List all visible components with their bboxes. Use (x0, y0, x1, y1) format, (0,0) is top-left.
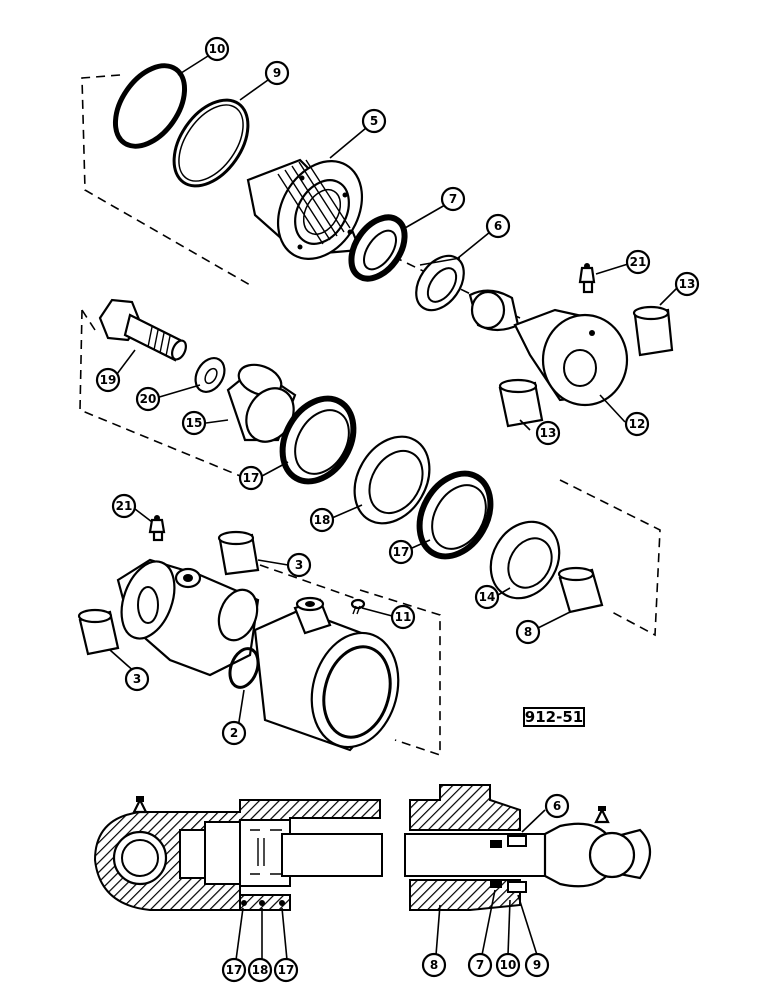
bushing-3-left (77, 608, 120, 656)
bushing-8 (557, 566, 604, 614)
svg-text:17: 17 (243, 471, 260, 485)
svg-text:13: 13 (540, 426, 557, 440)
rod-end-eye-12 (468, 289, 629, 407)
callout-2: 2 (221, 720, 247, 746)
leader-lines (109, 55, 681, 961)
callout-17: 17 (238, 465, 264, 491)
callout-9: 9 (524, 952, 550, 978)
callout-3: 3 (124, 666, 150, 692)
callout-17: 17 (273, 957, 299, 983)
svg-text:5: 5 (370, 114, 378, 128)
callout-12: 12 (624, 411, 650, 437)
callout-6: 6 (485, 213, 511, 239)
callout-17: 17 (221, 957, 247, 983)
svg-text:14: 14 (479, 590, 496, 604)
svg-text:6: 6 (494, 219, 502, 233)
seal-ring-17-b (416, 470, 494, 560)
svg-text:8: 8 (524, 625, 532, 639)
svg-text:18: 18 (314, 513, 331, 527)
callout-9: 9 (264, 60, 290, 86)
svg-text:15: 15 (186, 416, 203, 430)
o-ring-2 (228, 647, 260, 689)
bushing-13-right (632, 305, 674, 357)
washer-20 (194, 357, 226, 393)
gland-5 (246, 158, 364, 260)
bushing-13-lower (498, 378, 544, 428)
callout-14: 14 (474, 584, 500, 610)
svg-text:21: 21 (116, 499, 133, 513)
callout-7: 7 (440, 186, 466, 212)
callout-18: 18 (247, 957, 273, 983)
callout-10: 10 (204, 36, 230, 62)
wear-ring-18 (353, 435, 431, 525)
callout-10: 10 (495, 952, 521, 978)
callout-15: 15 (181, 410, 207, 436)
o-ring-10 (112, 63, 188, 149)
callout-21: 21 (625, 249, 651, 275)
cross-section-right (404, 784, 652, 911)
svg-text:19: 19 (100, 373, 117, 387)
svg-text:9: 9 (273, 66, 281, 80)
figure-code-box: 912-51 (523, 707, 585, 727)
svg-text:8: 8 (430, 958, 438, 972)
callout-20: 20 (135, 386, 161, 412)
svg-text:17: 17 (393, 545, 410, 559)
svg-text:17: 17 (226, 963, 243, 977)
svg-text:3: 3 (133, 672, 141, 686)
svg-text:2: 2 (230, 726, 238, 740)
callout-11: 11 (390, 604, 416, 630)
seal-ring-17-a (279, 395, 357, 485)
callout-3: 3 (286, 552, 312, 578)
callout-8: 8 (515, 619, 541, 645)
callout-7: 7 (467, 952, 493, 978)
callout-21: 21 (111, 493, 137, 519)
cylinder-base-end (116, 558, 260, 677)
svg-text:10: 10 (209, 42, 226, 56)
svg-text:6: 6 (553, 799, 561, 813)
callout-13: 13 (674, 271, 700, 297)
callout-19: 19 (95, 367, 121, 393)
piston-15 (226, 363, 297, 443)
svg-text:10: 10 (500, 958, 517, 972)
svg-text:7: 7 (476, 958, 484, 972)
callout-8: 8 (421, 952, 447, 978)
bolt-19 (98, 298, 187, 362)
callout-17: 17 (388, 539, 414, 565)
wiper-6 (415, 254, 465, 312)
svg-text:12: 12 (629, 417, 646, 431)
svg-text:13: 13 (679, 277, 696, 291)
screw-11 (350, 598, 366, 615)
svg-text:7: 7 (449, 192, 457, 206)
svg-text:9: 9 (533, 958, 541, 972)
callout-13: 13 (535, 420, 561, 446)
grease-fitting-21-top (578, 263, 596, 294)
cross-section-left (93, 796, 383, 911)
callout-6: 6 (544, 793, 570, 819)
piston-14 (489, 520, 561, 600)
cylinder-tube (253, 596, 400, 752)
svg-text:11: 11 (395, 610, 412, 624)
grease-fitting-21-lower (148, 515, 166, 542)
svg-text:21: 21 (630, 255, 647, 269)
seal-7 (348, 214, 408, 282)
svg-text:17: 17 (278, 963, 295, 977)
callout-5: 5 (361, 108, 387, 134)
svg-text:18: 18 (252, 963, 269, 977)
svg-text:20: 20 (140, 392, 157, 406)
bushing-3-upper (217, 530, 260, 576)
figure-code: 912-51 (525, 708, 583, 726)
backup-ring-9 (172, 98, 250, 188)
callout-18: 18 (309, 507, 335, 533)
svg-text:3: 3 (295, 558, 303, 572)
